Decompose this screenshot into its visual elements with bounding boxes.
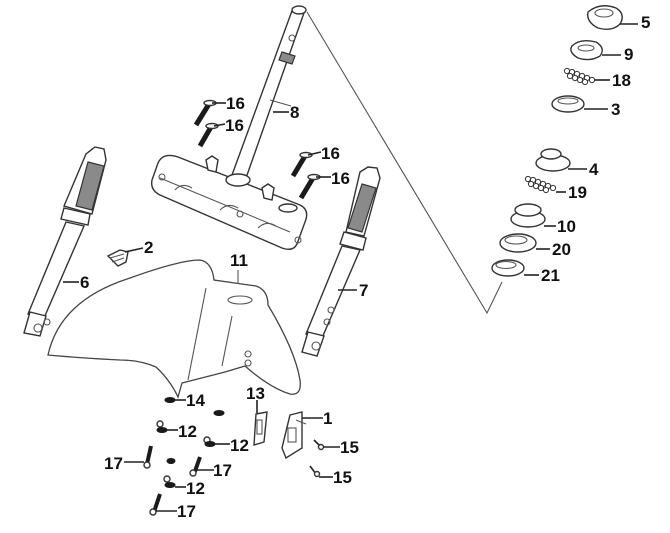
callout-16a: 16 [226, 94, 245, 113]
callout-1: 1 [323, 409, 333, 428]
callout-14: 14 [186, 391, 205, 410]
part-21-dust-seal[interactable] [491, 259, 539, 277]
leader-lines [63, 102, 357, 291]
callout-9: 9 [624, 45, 634, 64]
callout-5: 5 [641, 13, 651, 32]
part-2-clip[interactable] [106, 249, 129, 267]
part-16-bolts[interactable] [193, 99, 321, 200]
part-19-steel-balls[interactable] [524, 175, 566, 194]
callout-17a: 17 [104, 454, 123, 473]
callout-3: 3 [611, 100, 621, 119]
callout-10: 10 [557, 217, 576, 236]
part-5-lock-nut[interactable] [587, 5, 638, 31]
part-11-front-fender[interactable] [47, 259, 301, 399]
part-9-cone-race-nut[interactable] [570, 39, 621, 61]
callout-16b: 16 [225, 116, 244, 135]
assembly-connector-line [306, 11, 503, 315]
callout-2: 2 [144, 238, 154, 257]
callout-21: 21 [541, 266, 560, 285]
part-12-washers[interactable] [156, 410, 230, 488]
callout-13: 13 [246, 384, 265, 403]
part-15-screws[interactable] [309, 439, 340, 478]
callout-15a: 15 [340, 438, 359, 457]
callout-17b: 17 [213, 461, 232, 480]
part-17-bolts[interactable] [124, 445, 214, 516]
callout-12c: 12 [186, 479, 205, 498]
part-14-nut[interactable] [164, 397, 186, 403]
callout-12a: 12 [178, 422, 197, 441]
part-10-bottom-ball-race[interactable] [510, 203, 556, 228]
part-13-bracket[interactable] [253, 400, 268, 446]
callout-6: 6 [80, 273, 90, 292]
callout-18: 18 [612, 71, 631, 90]
part-3-top-cone-race[interactable] [551, 95, 608, 113]
callout-11: 11 [230, 251, 248, 270]
part-7-right-fork[interactable] [301, 166, 381, 357]
callout-4: 4 [589, 160, 599, 179]
callout-17c: 17 [177, 502, 196, 521]
callout-7: 7 [359, 281, 369, 300]
callout-16d: 16 [331, 169, 350, 188]
callout-16c: 16 [321, 144, 340, 163]
callout-19: 19 [568, 183, 587, 202]
callout-20: 20 [552, 240, 571, 259]
part-1-hose-clamp[interactable] [281, 411, 323, 460]
part-4-top-ball-race[interactable] [535, 148, 587, 172]
part-6-left-fork[interactable] [23, 146, 107, 337]
part-20-bottom-cone-race[interactable] [499, 233, 550, 253]
callout-8: 8 [290, 103, 300, 122]
part-18-steel-balls[interactable] [563, 67, 610, 86]
callout-12b: 12 [230, 436, 249, 455]
part-8-steering-stem[interactable] [150, 5, 308, 251]
callout-15b: 15 [333, 468, 352, 487]
